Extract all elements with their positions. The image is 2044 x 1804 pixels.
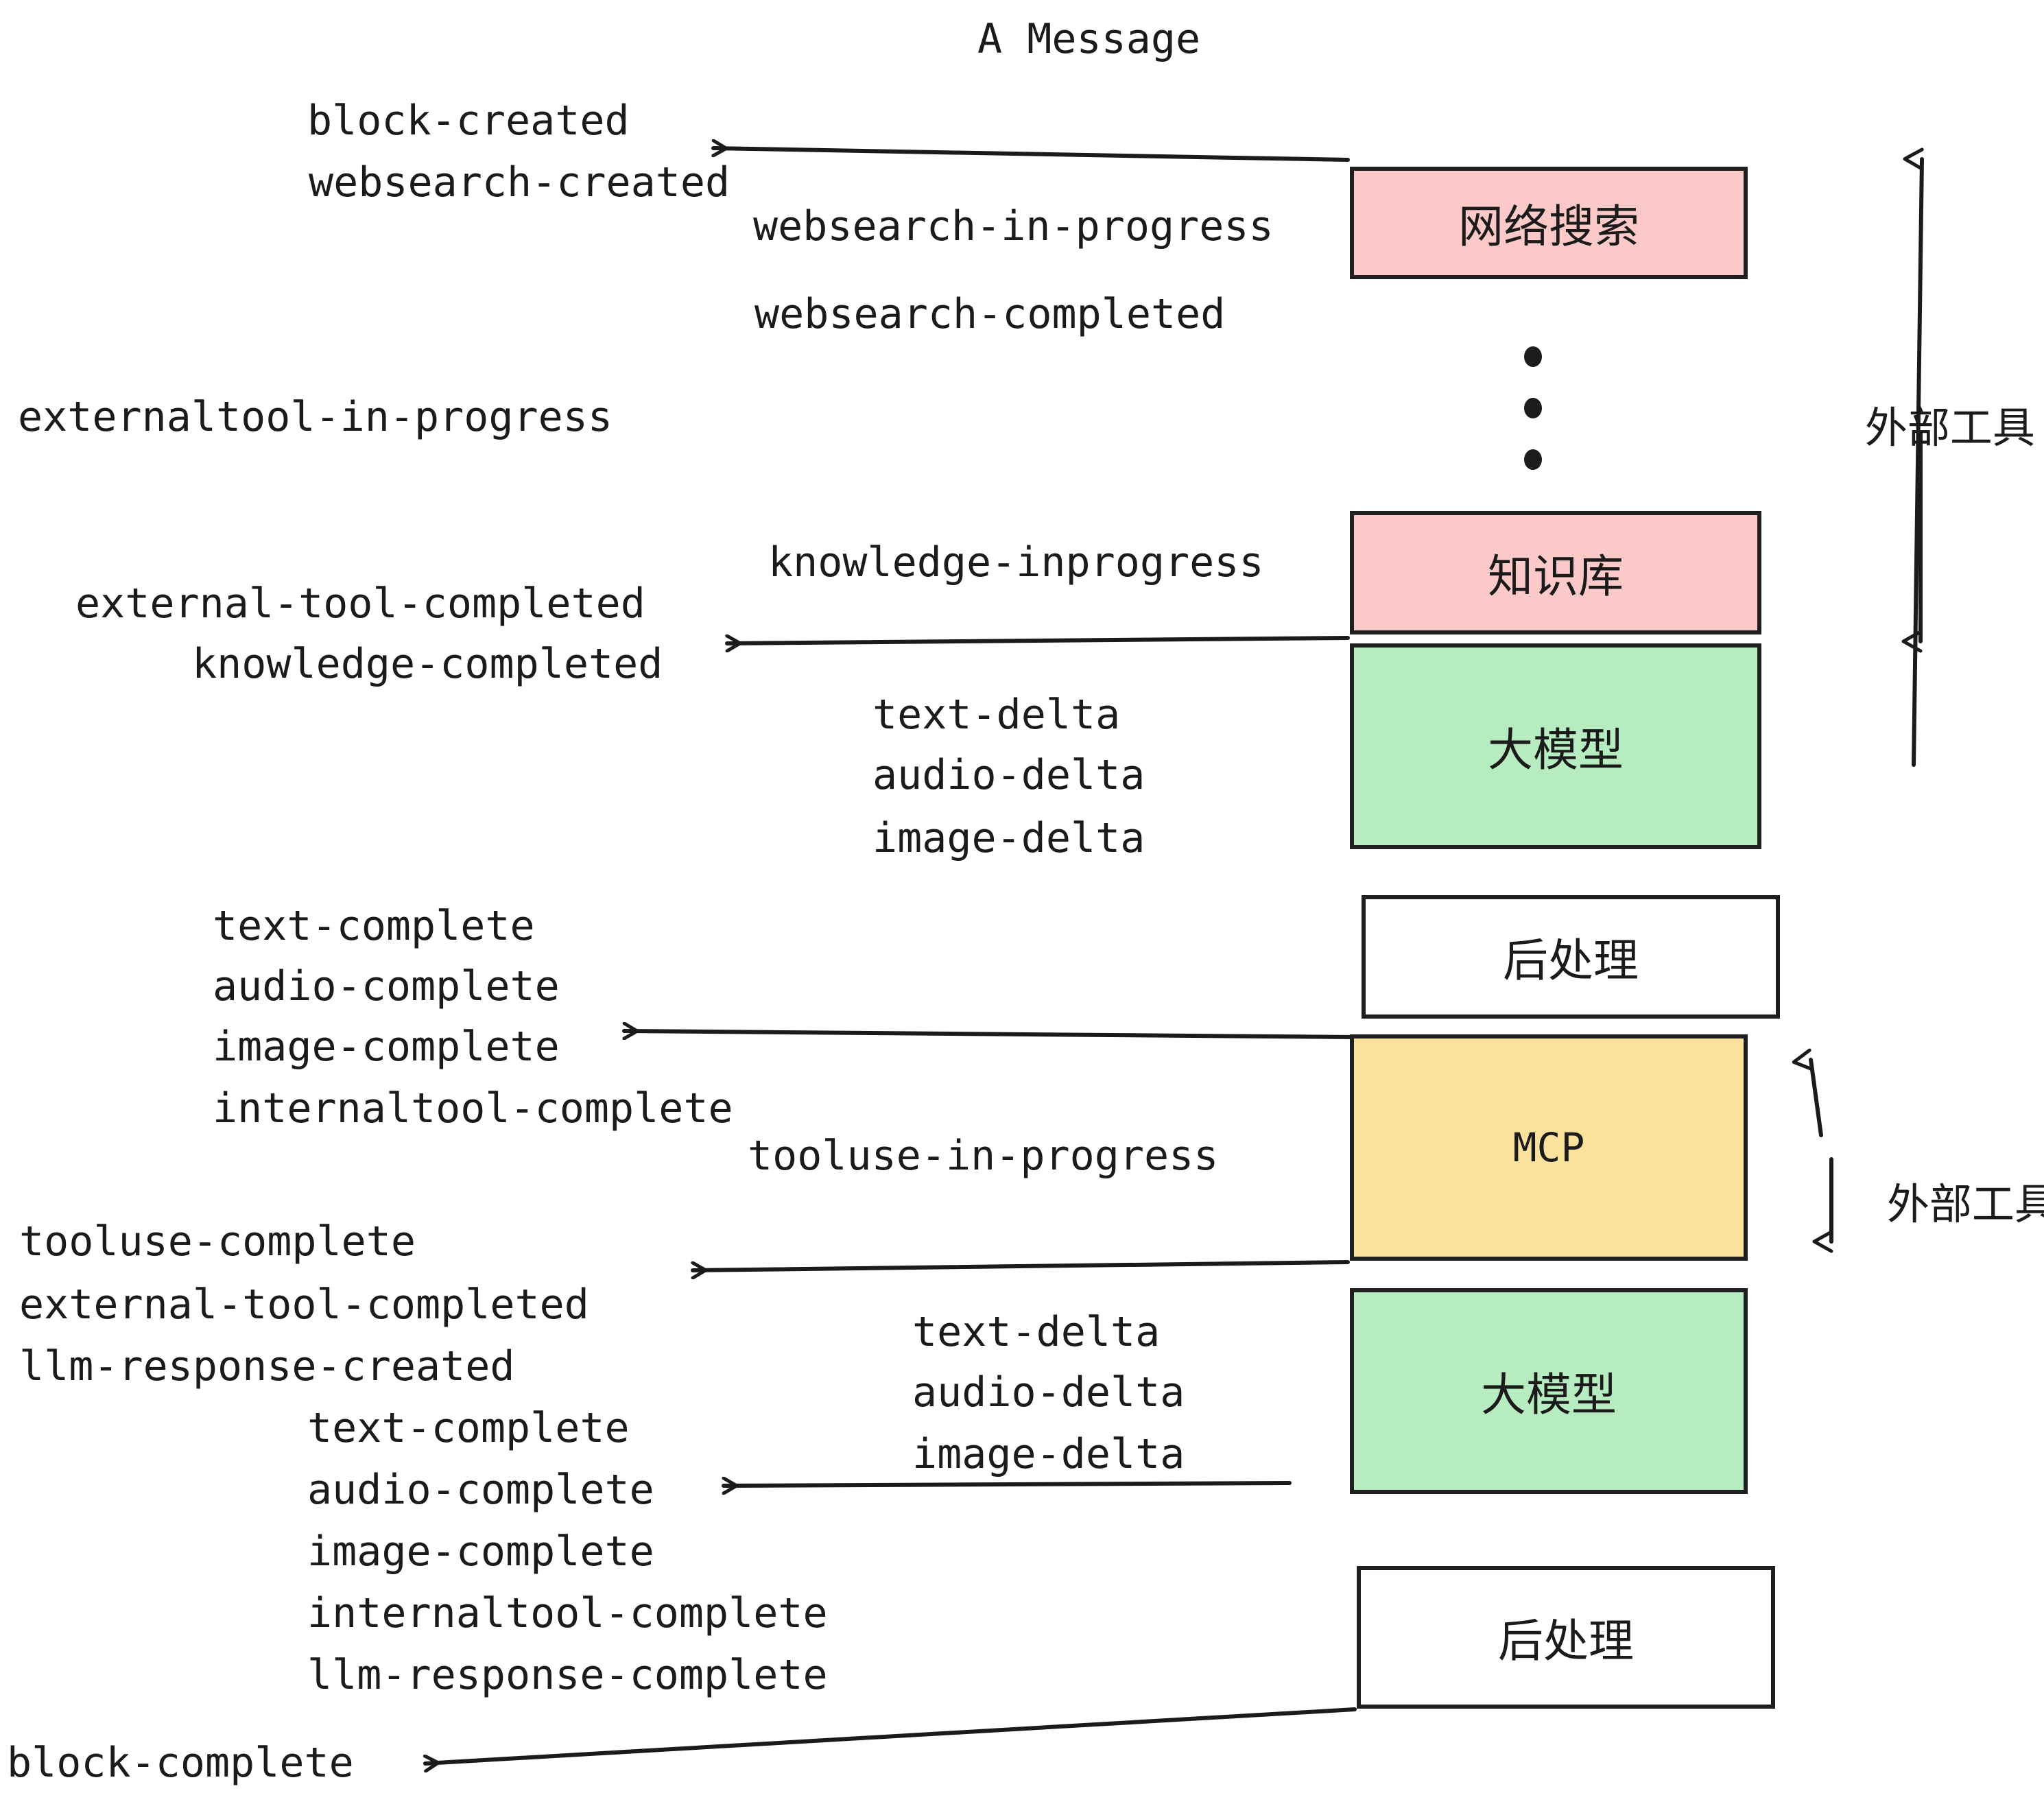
event-audio-complete-2: audio-complete xyxy=(307,1466,654,1514)
event-text-complete-2: text-complete xyxy=(307,1404,630,1452)
event-websearch-completed: websearch-completed xyxy=(754,290,1226,338)
side-label-external-tool-top-text: 外部工具 xyxy=(1864,403,2035,453)
event-tooluse-complete: tooluse-complete xyxy=(19,1218,416,1266)
event-externaltool-in-progress: externaltool-in-progress xyxy=(18,393,613,441)
event-image-complete-2: image-complete xyxy=(307,1528,654,1576)
ellipsis-dot-3 xyxy=(1524,449,1542,470)
event-knowledge-inprogress: knowledge-inprogress xyxy=(768,538,1264,586)
node-mcp-label: MCP xyxy=(1512,1124,1585,1171)
arrow-websearch-to-created xyxy=(711,148,1350,162)
event-external-tool-completed-2: external-tool-completed xyxy=(19,1281,589,1329)
arrow-external-tool-top-up xyxy=(1903,147,1924,767)
event-internaltool-complete-1: internaltool-complete xyxy=(213,1084,733,1132)
side-label-external-tool-bottom: 外部工具 xyxy=(1833,1119,2044,1281)
event-block-complete: block-complete xyxy=(7,1739,354,1787)
event-text-delta-1: text-delta xyxy=(872,691,1121,739)
event-audio-delta-1: audio-delta xyxy=(872,751,1145,799)
event-audio-delta-2: audio-delta xyxy=(912,1368,1185,1416)
node-mcp[interactable]: MCP xyxy=(1350,1034,1748,1261)
event-websearch-created: websearch-created xyxy=(309,158,730,206)
node-llm-1[interactable]: 大模型 xyxy=(1350,643,1761,849)
arrow-external-tool-bottom-up xyxy=(1792,1048,1823,1137)
event-image-delta-1: image-delta xyxy=(872,814,1145,862)
event-internaltool-complete-2: internaltool-complete xyxy=(307,1589,828,1637)
event-text-delta-2: text-delta xyxy=(912,1308,1161,1356)
node-postprocess-2[interactable]: 后处理 xyxy=(1357,1566,1775,1709)
node-websearch-label: 网络搜索 xyxy=(1458,200,1639,253)
diagram-title: A Message xyxy=(977,15,1201,63)
arrow-postprocess2-to-block-complete xyxy=(425,1707,1357,1764)
event-image-delta-2: image-delta xyxy=(912,1430,1185,1478)
event-image-complete-1: image-complete xyxy=(213,1023,560,1071)
side-label-external-tool-top: 外部工具 xyxy=(1811,343,2035,505)
arrow-postprocess1-to-image-complete xyxy=(622,1031,1357,1037)
event-tooluse-in-progress: tooluse-in-progress xyxy=(748,1132,1219,1180)
event-external-tool-completed-1: external-tool-completed xyxy=(75,580,645,628)
event-websearch-in-progress: websearch-in-progress xyxy=(753,202,1274,250)
node-llm-2[interactable]: 大模型 xyxy=(1350,1288,1748,1494)
event-text-complete-1: text-complete xyxy=(213,902,535,950)
node-postprocess-1-label: 后处理 xyxy=(1503,934,1639,987)
event-block-created: block-created xyxy=(307,97,630,145)
node-knowledgebase[interactable]: 知识库 xyxy=(1350,511,1761,634)
event-llm-response-created: llm-response-created xyxy=(19,1342,515,1390)
ellipsis-dot-2 xyxy=(1524,398,1542,418)
side-label-external-tool-bottom-text: 外部工具 xyxy=(1886,1179,2044,1229)
arrow-llm2-to-audio-complete xyxy=(722,1483,1292,1486)
arrow-mcp-to-tooluse-complete xyxy=(691,1260,1350,1270)
node-postprocess-1[interactable]: 后处理 xyxy=(1362,895,1780,1019)
node-knowledgebase-label: 知识库 xyxy=(1488,550,1624,603)
event-knowledge-completed: knowledge-completed xyxy=(192,640,663,688)
node-llm-1-label: 大模型 xyxy=(1488,724,1624,776)
arrow-knowledge-to-completed xyxy=(725,638,1350,643)
node-websearch[interactable]: 网络搜索 xyxy=(1350,167,1748,279)
event-llm-response-complete: llm-response-complete xyxy=(307,1651,828,1699)
ellipsis-dot-1 xyxy=(1524,346,1542,367)
node-postprocess-2-label: 后处理 xyxy=(1498,1615,1634,1667)
event-audio-complete-1: audio-complete xyxy=(213,962,560,1010)
node-llm-2-label: 大模型 xyxy=(1481,1368,1617,1421)
